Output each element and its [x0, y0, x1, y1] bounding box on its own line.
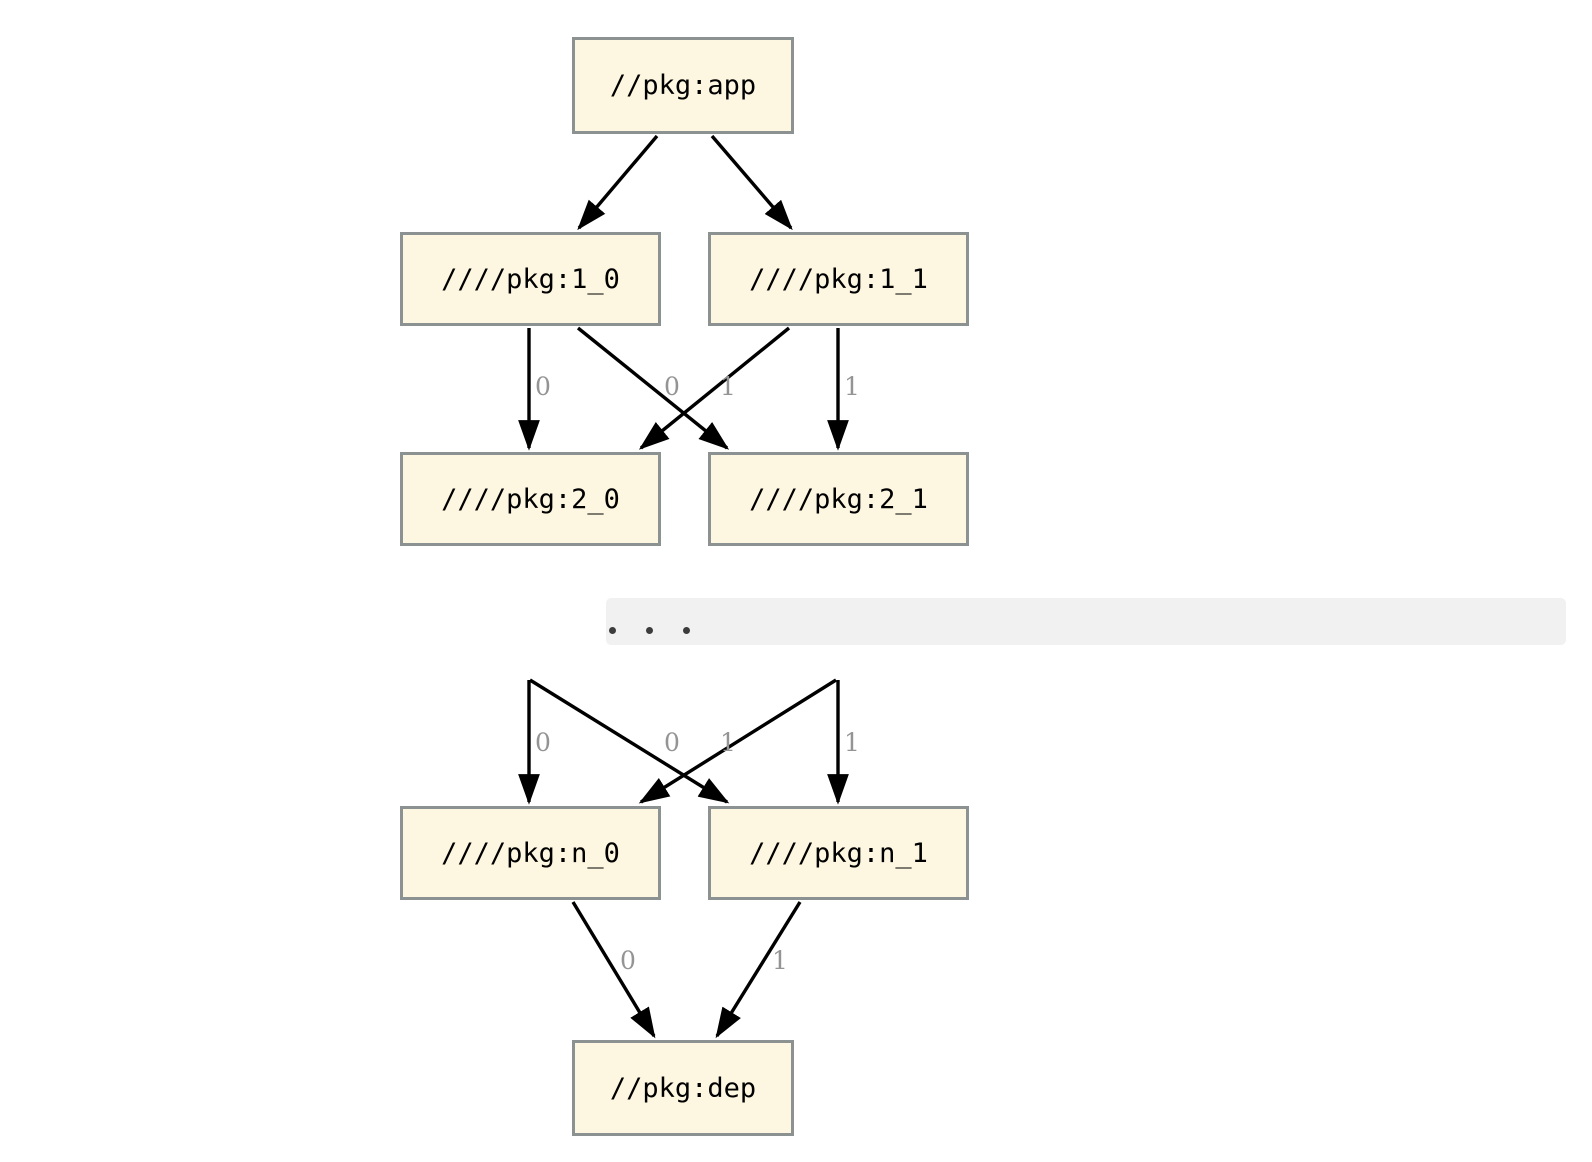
edge-label: 0 — [535, 372, 551, 401]
edge-label: 1 — [720, 728, 736, 757]
edges-group — [518, 134, 849, 1039]
node-label: //pkg:dep — [609, 1072, 757, 1104]
node-label: ////pkg:n_1 — [749, 837, 928, 869]
ellipsis-dot — [609, 627, 616, 634]
node-nn_1[interactable]: ////pkg:n_1 — [708, 806, 969, 900]
node-label: ////pkg:n_0 — [441, 837, 620, 869]
edge-label: 0 — [664, 728, 680, 757]
ellipsis-band — [606, 598, 1566, 645]
edge-line — [529, 678, 730, 804]
edge-line — [571, 901, 656, 1039]
node-n1_0[interactable]: ////pkg:1_0 — [400, 232, 661, 326]
edge-label: 0 — [535, 728, 551, 757]
ellipsis-dot — [646, 627, 653, 634]
edge-label: 0 — [620, 946, 636, 975]
node-n2_0[interactable]: ////pkg:2_0 — [400, 452, 661, 546]
node-app[interactable]: //pkg:app — [572, 37, 794, 134]
node-n1_1[interactable]: ////pkg:1_1 — [708, 232, 969, 326]
node-n2_1[interactable]: ////pkg:2_1 — [708, 452, 969, 546]
edge-label: 1 — [844, 372, 860, 401]
node-dep[interactable]: //pkg:dep — [572, 1040, 794, 1136]
edge-line — [638, 678, 837, 804]
ellipsis-dots — [609, 627, 690, 634]
edge-line — [715, 901, 802, 1039]
ellipsis-dot — [683, 627, 690, 634]
edge-label: 1 — [720, 372, 736, 401]
edge-label: 1 — [772, 946, 788, 975]
node-label: ////pkg:2_0 — [441, 483, 620, 515]
node-nn_0[interactable]: ////pkg:n_0 — [400, 806, 661, 900]
edge-line — [710, 134, 793, 231]
edge-line — [638, 326, 791, 450]
node-label: //pkg:app — [609, 70, 757, 101]
edge-label: 1 — [844, 728, 860, 757]
node-label: ////pkg:2_1 — [749, 483, 928, 515]
node-label: ////pkg:1_1 — [749, 263, 928, 295]
node-label: ////pkg:1_0 — [441, 263, 620, 295]
edge-line — [576, 326, 730, 450]
edge-line — [577, 134, 659, 231]
edge-label: 0 — [664, 372, 680, 401]
